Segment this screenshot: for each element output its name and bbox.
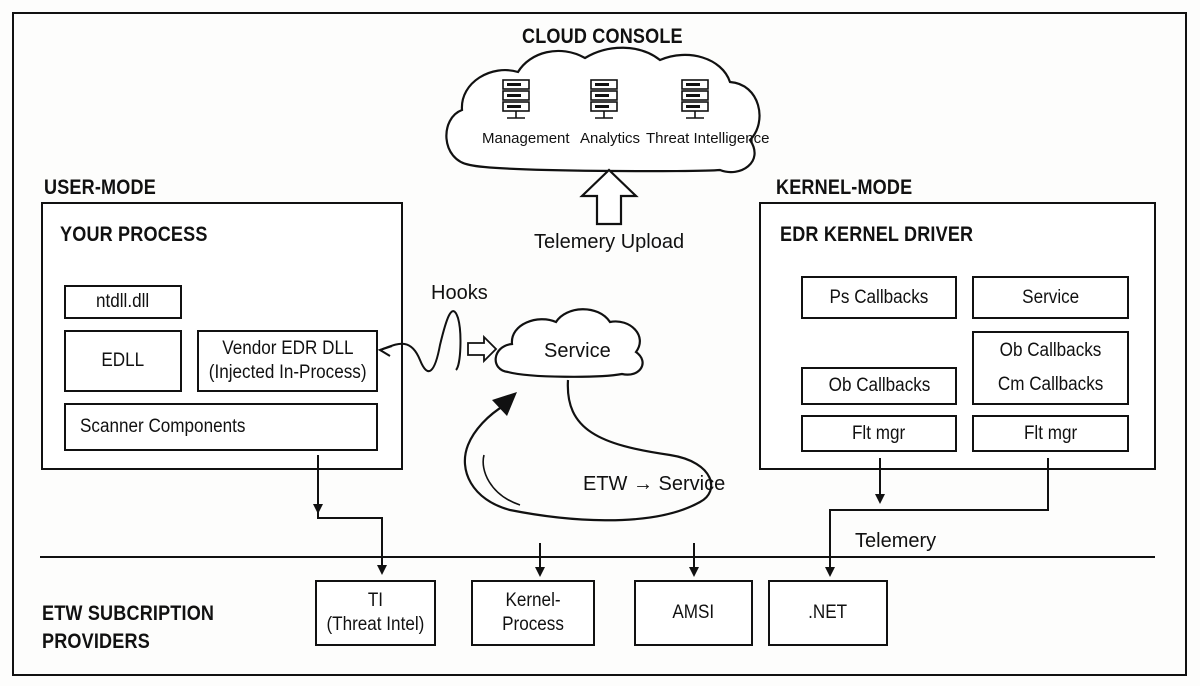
provider-kernel-process-label: Kernel-Process	[502, 590, 564, 635]
ob-callbacks-label: Ob Callbacks	[828, 375, 930, 396]
scanner-label: Scanner Components	[80, 416, 246, 437]
edll-label: EDLL	[101, 350, 145, 371]
provider-dotnet-label: .NET	[808, 602, 848, 623]
flt-mgr-left-box: Flt mgr	[801, 415, 957, 452]
provider-ti-line2: (Threat Intel)	[326, 614, 425, 635]
outer-frame	[12, 12, 1187, 676]
kernel-service-box: Service	[972, 276, 1129, 319]
service-cloud	[494, 308, 644, 378]
server-label-threat-intelligence: Threat Intelligence	[646, 130, 770, 147]
kernel-telemetry-line	[825, 458, 1049, 577]
server-icon	[502, 79, 530, 119]
provider-amsi-box: AMSI	[634, 580, 753, 646]
ps-callbacks-label: Ps Callbacks	[829, 286, 929, 308]
user-mode-title: USER-MODE	[44, 176, 156, 199]
ps-callbacks-box: Ps Callbacks	[801, 276, 957, 319]
ntdll-label: ntdll.dll	[96, 291, 150, 312]
server-icon	[590, 79, 618, 119]
telemetry-upload-label: Telemery Upload	[534, 231, 685, 253]
vendor-edr-dll-box: Vendor EDR DLL (Injected In-Process)	[197, 330, 378, 392]
hooks-label: Hooks	[431, 282, 488, 304]
kernel-service-label: Service	[1021, 286, 1080, 308]
hooks-squiggle	[379, 310, 462, 373]
flt-mgr-right-box: Flt mgr	[972, 415, 1129, 452]
etw-providers-title-line1: ETW SUBCRIPTION	[42, 602, 215, 625]
your-process-title: YOUR PROCESS	[60, 223, 208, 246]
edr-kernel-driver-title: EDR KERNEL DRIVER	[780, 223, 974, 246]
kernel-mode-title: KERNEL-MODE	[776, 176, 913, 199]
ob-cm-line1: Ob Callbacks	[999, 340, 1102, 361]
ob-cm-line2: Cm Callbacks	[997, 374, 1104, 395]
flt-mgr-left-label: Flt mgr	[852, 422, 906, 444]
cloud-console-title: CLOUD CONSOLE	[522, 25, 683, 48]
provider-ti-box: TI (Threat Intel)	[315, 580, 436, 646]
ntdll-box: ntdll.dll	[64, 285, 182, 319]
ob-cm-callbacks-box: Ob Callbacks Cm Callbacks	[972, 331, 1129, 405]
scanner-components-box: Scanner Components	[64, 403, 378, 451]
ob-callbacks-box: Ob Callbacks	[801, 367, 957, 405]
flt-mgr-right-label: Flt mgr	[1023, 422, 1078, 444]
edll-box: EDLL	[64, 330, 182, 392]
provider-dotnet-box: .NET	[768, 580, 888, 646]
server-label-management: Management	[482, 130, 570, 147]
etw-service-label: ETW → Service	[583, 473, 726, 495]
vendor-dll-line2: (Injected In-Process)	[208, 362, 367, 383]
provider-kernel-process-box: Kernel-Process	[471, 580, 595, 646]
etw-loop-arrow	[463, 379, 713, 522]
provider-ti-line1: TI	[367, 590, 384, 611]
etw-providers-title-line2: PROVIDERS	[42, 630, 150, 653]
service-label: Service	[544, 340, 611, 362]
hooks-arrow	[467, 334, 498, 364]
server-icon	[681, 79, 709, 119]
vendor-dll-line1: Vendor EDR DLL	[221, 338, 354, 359]
scanner-to-ti-line	[317, 455, 387, 575]
telemetry-label: Telemery	[855, 530, 937, 552]
upload-arrow	[579, 168, 639, 226]
provider-amsi-label: AMSI	[672, 602, 715, 623]
server-label-analytics: Analytics	[580, 130, 641, 147]
